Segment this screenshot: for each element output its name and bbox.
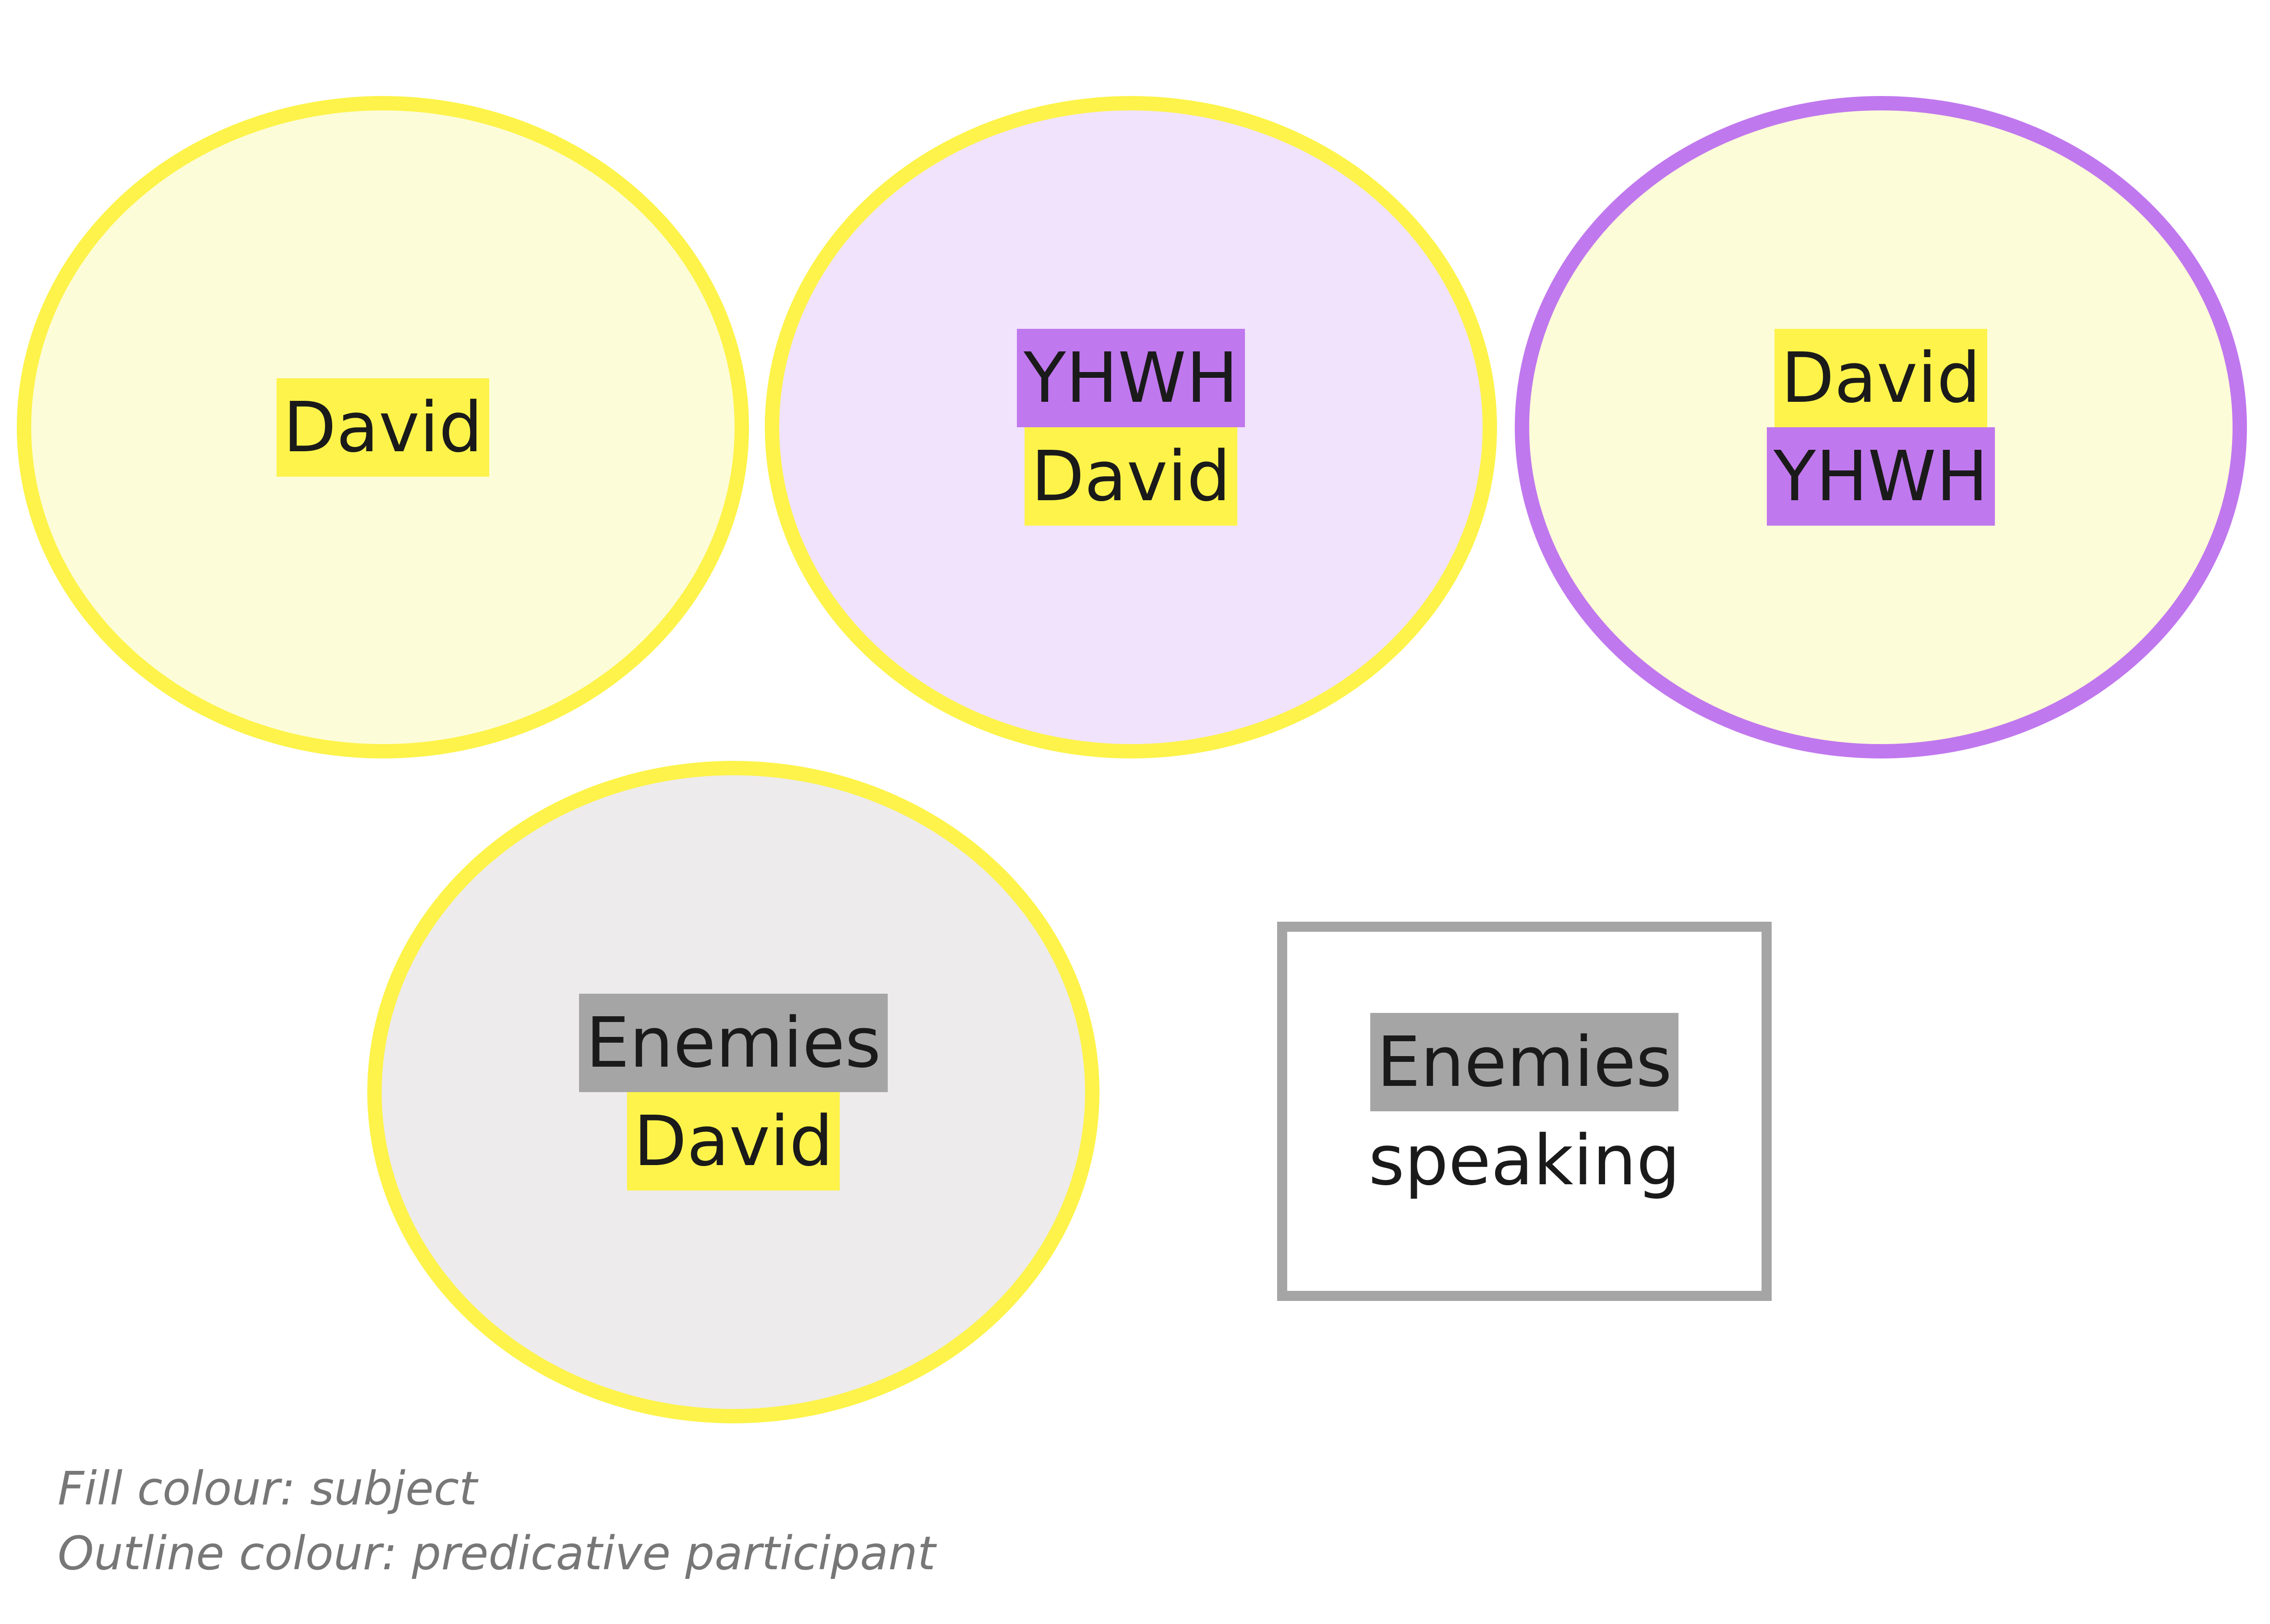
ellipse-yhwh-david: YHWH David <box>765 96 1497 758</box>
ellipse-david: David <box>17 96 749 758</box>
label-yhwh: YHWH <box>1767 427 1995 526</box>
label-speaking: speaking <box>1368 1120 1680 1201</box>
label-enemies: Enemies <box>1370 1013 1679 1111</box>
label-david: David <box>276 378 490 477</box>
label-david: David <box>627 1092 840 1191</box>
ellipse-david-yhwh: David YHWH <box>1515 96 2247 758</box>
label-david: David <box>1024 427 1238 526</box>
legend-outline-colour: Outline colour: predicative participant <box>58 1527 936 1580</box>
legend-fill-colour: Fill colour: subject <box>58 1462 477 1516</box>
box-enemies-speaking: Enemies speaking <box>1277 922 1772 1301</box>
label-yhwh: YHWH <box>1017 329 1245 427</box>
label-david: David <box>1774 329 1988 427</box>
ellipse-enemies-david: Enemies David <box>367 761 1099 1423</box>
label-enemies: Enemies <box>579 994 888 1092</box>
